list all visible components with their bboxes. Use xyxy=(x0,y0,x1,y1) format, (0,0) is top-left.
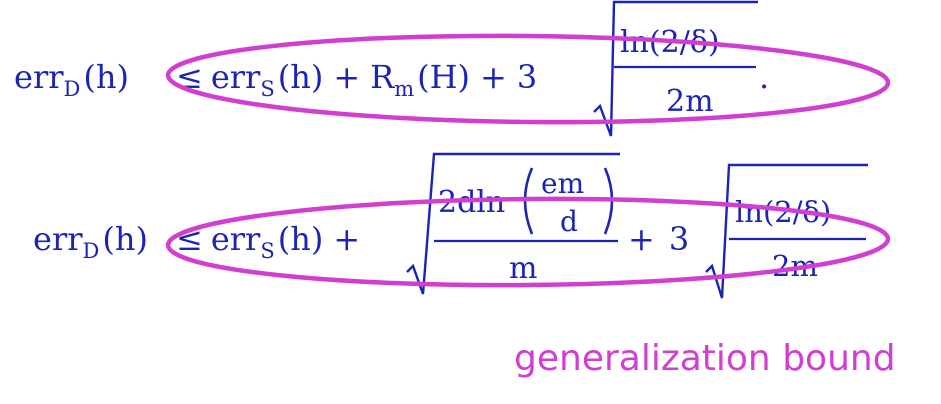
eq2-subscript-s: S xyxy=(260,239,274,263)
eq1-sqrt-radical xyxy=(593,0,758,137)
eq2-errs: err xyxy=(211,220,261,258)
eq2-sqrt-radical-2 xyxy=(705,163,868,299)
equation-1: errD(h) ≤errS(h)+Rm(H)+3 ln(2/δ) 2m . xyxy=(14,0,769,137)
eq1-subscript-m: m xyxy=(394,77,414,101)
eq2-rhs-h: (h) xyxy=(278,220,324,258)
highlight-ellipse-1 xyxy=(165,33,891,125)
eq2-lhs-h: (h) xyxy=(102,220,148,258)
eq1-subscript-d: D xyxy=(64,77,81,101)
eq2-plus-2: + xyxy=(628,220,655,258)
eq1-denominator: 2m xyxy=(666,84,714,119)
eq1-h-set: (H) xyxy=(417,58,470,96)
eq2-inner-denominator: d xyxy=(560,205,578,238)
eq1-plus-1: + xyxy=(333,58,360,96)
svg-text:≤errS(h)+Rm(H)+3: ≤errS(h)+Rm(H)+3 xyxy=(176,58,537,101)
eq1-lhs-h: (h) xyxy=(83,58,129,96)
eq1-subscript-s: S xyxy=(260,77,274,101)
eq2-plus-1: + xyxy=(333,220,360,258)
svg-text:≤errS(h)+: ≤errS(h)+ xyxy=(176,220,360,263)
highlight-ellipse-2 xyxy=(165,196,891,288)
eq1-err: err xyxy=(14,58,64,96)
eq1-plus-2: + xyxy=(480,58,507,96)
eq2-inner-numerator: em xyxy=(541,167,584,200)
svg-text:errD(h): errD(h) xyxy=(14,58,129,101)
eq2-outer-denominator: m xyxy=(509,251,537,286)
eq1-rhs-h: (h) xyxy=(278,58,324,96)
eq1-coefficient: 3 xyxy=(517,58,537,96)
eq2-sqrt-radical-1 xyxy=(406,152,620,295)
caption-generalization-bound: generalization bound xyxy=(514,338,896,379)
eq2-subscript-d: D xyxy=(83,239,100,263)
eq2-err: err xyxy=(33,220,83,258)
equation-2: errD(h) ≤errS(h)+ 2dln em d m +3 ln(2/δ)… xyxy=(33,152,868,299)
eq1-errs: err xyxy=(211,58,261,96)
svg-text:errD(h): errD(h) xyxy=(33,220,148,263)
eq1-period: . xyxy=(759,58,769,96)
eq1-r: R xyxy=(370,58,395,96)
svg-text:+3: +3 xyxy=(628,220,689,258)
eq2-coefficient: 3 xyxy=(669,220,689,258)
